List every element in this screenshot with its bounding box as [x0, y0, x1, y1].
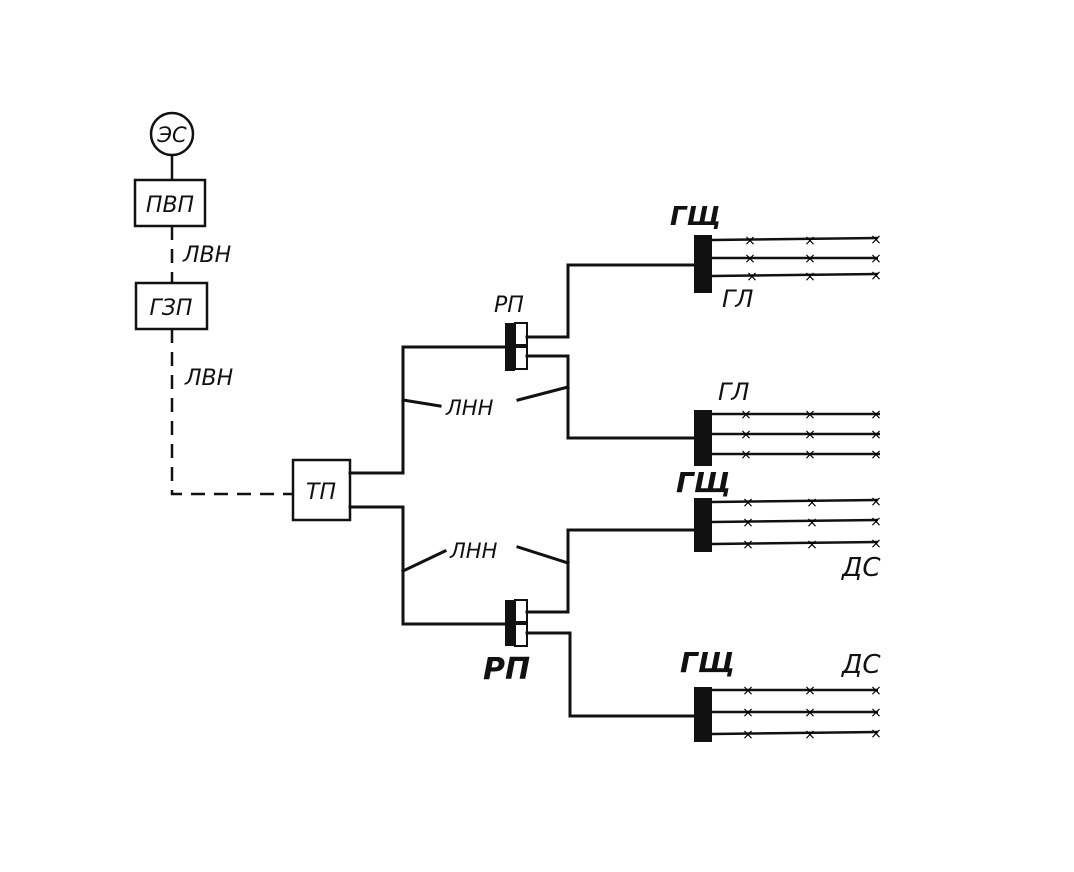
ds-1-label: ДС: [841, 553, 881, 583]
feeder-to-panel-4: [525, 631, 698, 718]
distribution-point-bottom-cell-2: [514, 623, 528, 647]
lv-line-top-tick: [401, 398, 442, 408]
group-lines-1-label: ГЛ: [722, 285, 753, 313]
main-step-down-substation-label: ГЗП: [150, 296, 193, 321]
svg-text:×: ×: [804, 427, 816, 443]
panel-4-busbar: [694, 687, 712, 742]
distribution-point-bottom-label: РП: [483, 652, 530, 687]
lv-line-top-label: ЛНН: [445, 396, 494, 420]
svg-text:×: ×: [804, 233, 816, 249]
feeder-to-panel-2: [525, 354, 698, 440]
lv-line-top-tick-right: [516, 385, 570, 402]
svg-text:×: ×: [740, 407, 752, 423]
panel-4-outgoing-lines: × × × × × × × × ×: [711, 683, 882, 743]
svg-text:×: ×: [870, 407, 882, 423]
distribution-point-bottom: [505, 600, 515, 646]
svg-text:×: ×: [742, 495, 754, 511]
transformer-substation-box: [291, 458, 352, 522]
svg-text:×: ×: [870, 251, 882, 267]
svg-text:×: ×: [742, 537, 754, 553]
svg-text:×: ×: [870, 427, 882, 443]
panel-1-busbar: [694, 235, 712, 293]
svg-text:×: ×: [804, 727, 816, 743]
panel-1-outgoing-lines: × × × × × × × × ×: [711, 232, 882, 285]
panel-3-label: ГЩ: [680, 646, 735, 679]
transformer-substation-label: ТП: [306, 480, 336, 505]
svg-text:×: ×: [870, 494, 882, 510]
svg-text:×: ×: [870, 268, 882, 284]
panel-2-busbar: [694, 410, 712, 466]
distribution-point-top: [505, 323, 515, 371]
svg-text:×: ×: [870, 705, 882, 721]
step-up-substation-box: [133, 178, 207, 228]
svg-text:×: ×: [804, 251, 816, 267]
svg-text:×: ×: [742, 705, 754, 721]
svg-text:×: ×: [742, 727, 754, 743]
distribution-point-top-cell-1: [514, 322, 528, 346]
lv-line-top: [348, 345, 507, 475]
distribution-point-top-label: РП: [494, 293, 524, 318]
step-up-substation-label: ПВП: [146, 193, 194, 218]
svg-text:×: ×: [744, 251, 756, 267]
hv-line-1-label: ЛВН: [182, 243, 231, 268]
group-lines-2-label: ГЛ: [718, 378, 749, 406]
svg-text:×: ×: [804, 447, 816, 463]
svg-text:×: ×: [740, 427, 752, 443]
lv-line-bottom-label: ЛНН: [449, 539, 498, 563]
panel-1-label: ГЩ: [670, 202, 721, 232]
svg-text:×: ×: [870, 447, 882, 463]
svg-text:×: ×: [870, 536, 882, 552]
svg-text:×: ×: [742, 515, 754, 531]
hv-line-2: [170, 329, 293, 496]
lv-line-bottom-tick: [401, 549, 447, 573]
station-label: ЭС: [156, 123, 187, 147]
svg-text:×: ×: [806, 495, 818, 511]
svg-text:×: ×: [740, 447, 752, 463]
svg-text:×: ×: [806, 515, 818, 531]
svg-text:×: ×: [804, 705, 816, 721]
panel-3-outgoing-lines: × × × × × × × × ×: [711, 494, 882, 553]
svg-text:×: ×: [804, 683, 816, 699]
hv-line-2-label: ЛВН: [184, 366, 233, 391]
feeder-to-panel-3: [525, 528, 698, 614]
lv-line-bottom-tick-right: [516, 545, 570, 565]
svg-text:×: ×: [870, 514, 882, 530]
svg-text:×: ×: [742, 683, 754, 699]
svg-text:×: ×: [804, 407, 816, 423]
panel-2-label: ГЩ: [676, 466, 731, 499]
distribution-point-bottom-cell-1: [514, 599, 528, 623]
svg-text:×: ×: [746, 269, 758, 285]
svg-text:×: ×: [806, 537, 818, 553]
panel-3-busbar: [694, 498, 712, 552]
distribution-point-top-cell-2: [514, 346, 528, 370]
svg-text:×: ×: [870, 683, 882, 699]
svg-text:×: ×: [804, 269, 816, 285]
svg-text:×: ×: [870, 232, 882, 248]
panel-2-outgoing-lines: × × × × × × × × ×: [712, 407, 882, 463]
svg-text:×: ×: [870, 726, 882, 742]
lv-line-bottom: [348, 505, 507, 626]
svg-text:×: ×: [744, 233, 756, 249]
ds-2-label: ДС: [841, 650, 881, 680]
feeder-to-panel-1: [525, 263, 698, 339]
